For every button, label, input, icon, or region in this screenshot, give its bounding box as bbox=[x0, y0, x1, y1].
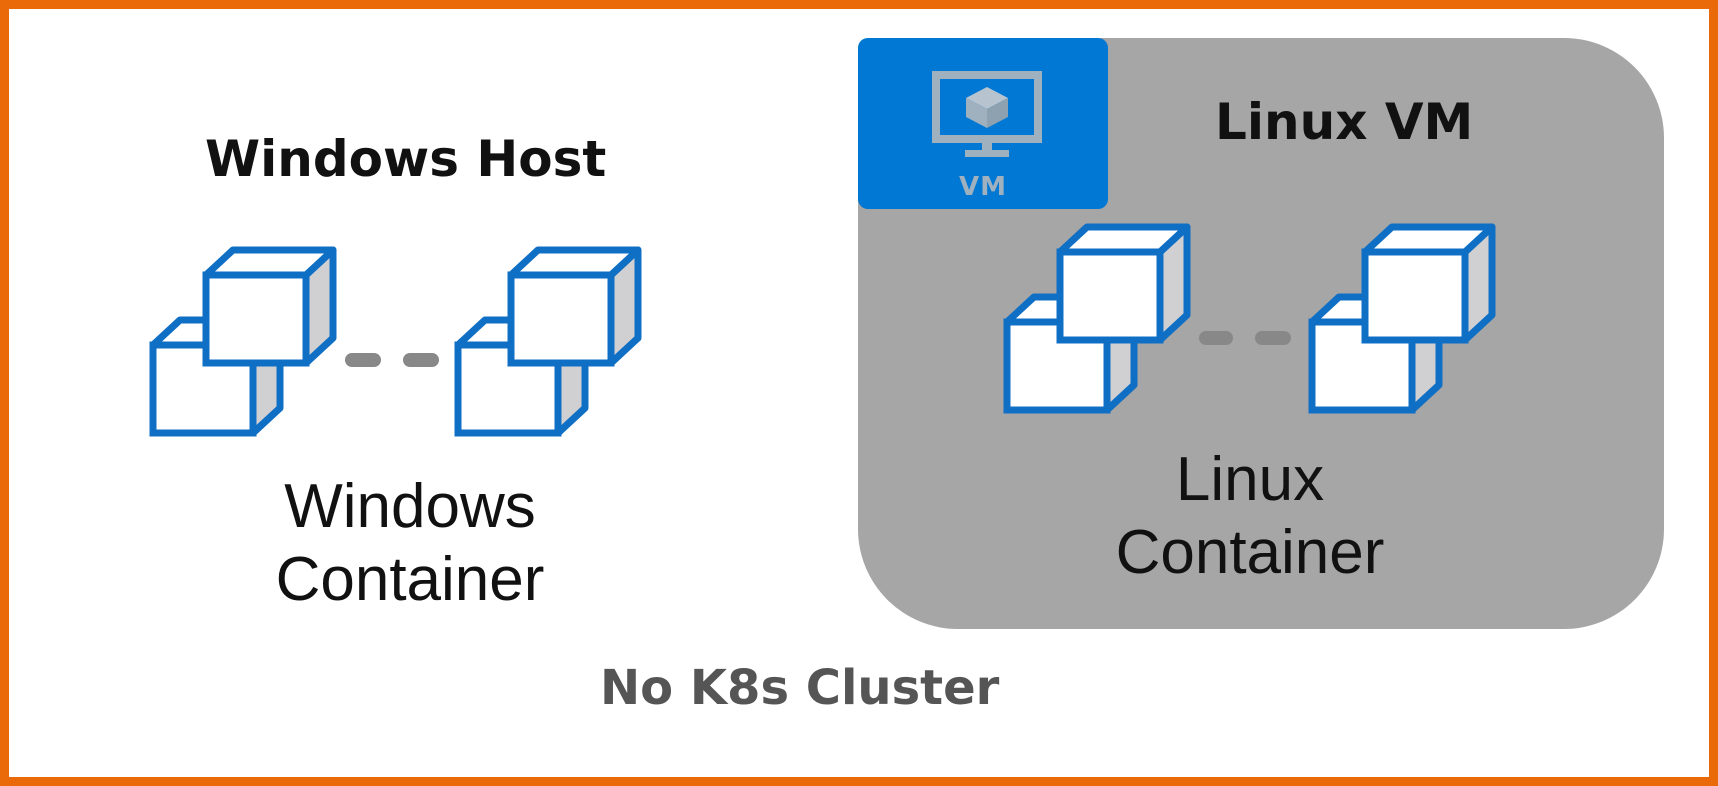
linux-container-label: Linux Container bbox=[1040, 443, 1460, 589]
windows-container-icon-right bbox=[458, 250, 638, 433]
windows-container-label-line1: Windows bbox=[284, 472, 536, 541]
linux-container-label-line2: Container bbox=[1115, 518, 1385, 588]
linux-container-icon-right bbox=[1312, 227, 1492, 410]
windows-container-label: Windows Container bbox=[200, 470, 620, 616]
cluster-status-label: No K8s Cluster bbox=[600, 660, 1000, 716]
vm-badge-label: VM bbox=[959, 172, 1007, 202]
vm-monitor-icon bbox=[932, 71, 1042, 157]
windows-host-title: Windows Host bbox=[205, 130, 607, 188]
linux-container-icon-left bbox=[1007, 227, 1187, 410]
windows-container-label-line2: Container bbox=[275, 545, 545, 615]
windows-container-icon-left bbox=[153, 250, 333, 433]
linux-vm-title: Linux VM bbox=[1215, 93, 1474, 151]
linux-container-label-line1: Linux bbox=[1175, 445, 1325, 514]
